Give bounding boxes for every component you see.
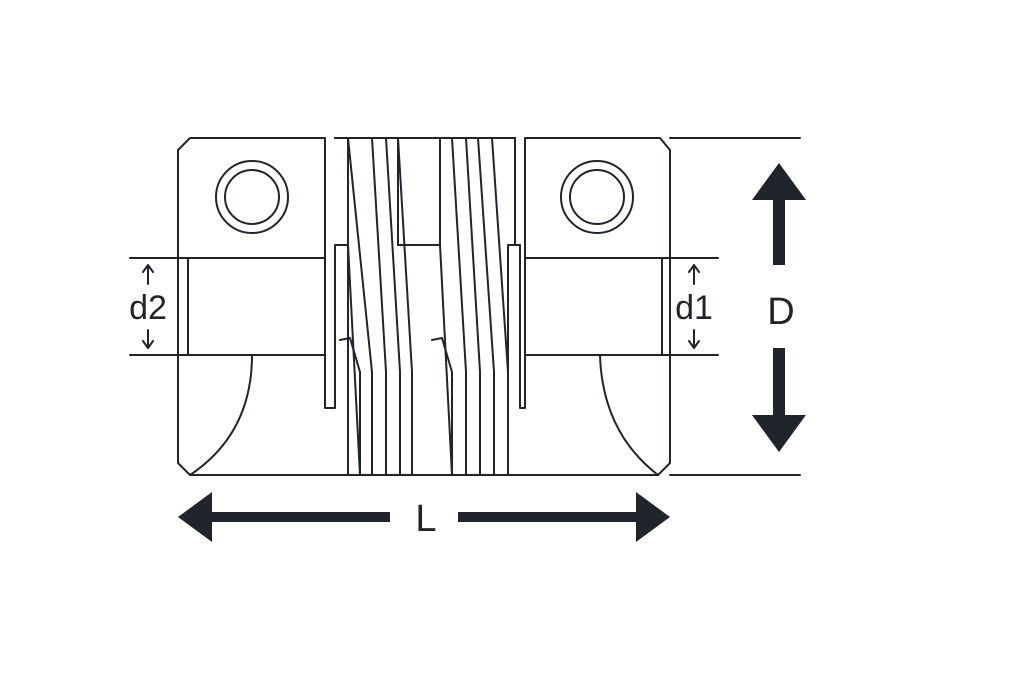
L-arrow-right-icon <box>458 492 670 542</box>
right-hub-outline <box>507 137 671 476</box>
left-hub-curve <box>189 354 253 476</box>
L-label: L <box>415 498 436 540</box>
left-hub-outline <box>177 137 349 476</box>
right-screw-hole-outer <box>560 160 634 234</box>
D-arrow-down-icon <box>752 348 806 452</box>
left-spring-helix <box>334 137 413 476</box>
left-screw-hole-inner <box>224 169 280 225</box>
d1-arrow-up-icon <box>688 264 700 285</box>
d1-label: d1 <box>675 289 713 327</box>
L-arrow-left-icon <box>178 492 390 542</box>
D-arrow-up-icon <box>752 163 806 265</box>
right-spring-helix <box>431 137 516 476</box>
right-screw-hole-inner <box>569 169 625 225</box>
d2-label: d2 <box>129 289 167 327</box>
d1-arrow-down-icon <box>688 329 700 349</box>
d2-arrow-up-icon <box>142 264 154 285</box>
D-label: D <box>767 291 794 333</box>
left-screw-hole-outer <box>215 160 289 234</box>
d2-arrow-down-icon <box>142 329 154 349</box>
right-hub-curve <box>599 354 659 476</box>
